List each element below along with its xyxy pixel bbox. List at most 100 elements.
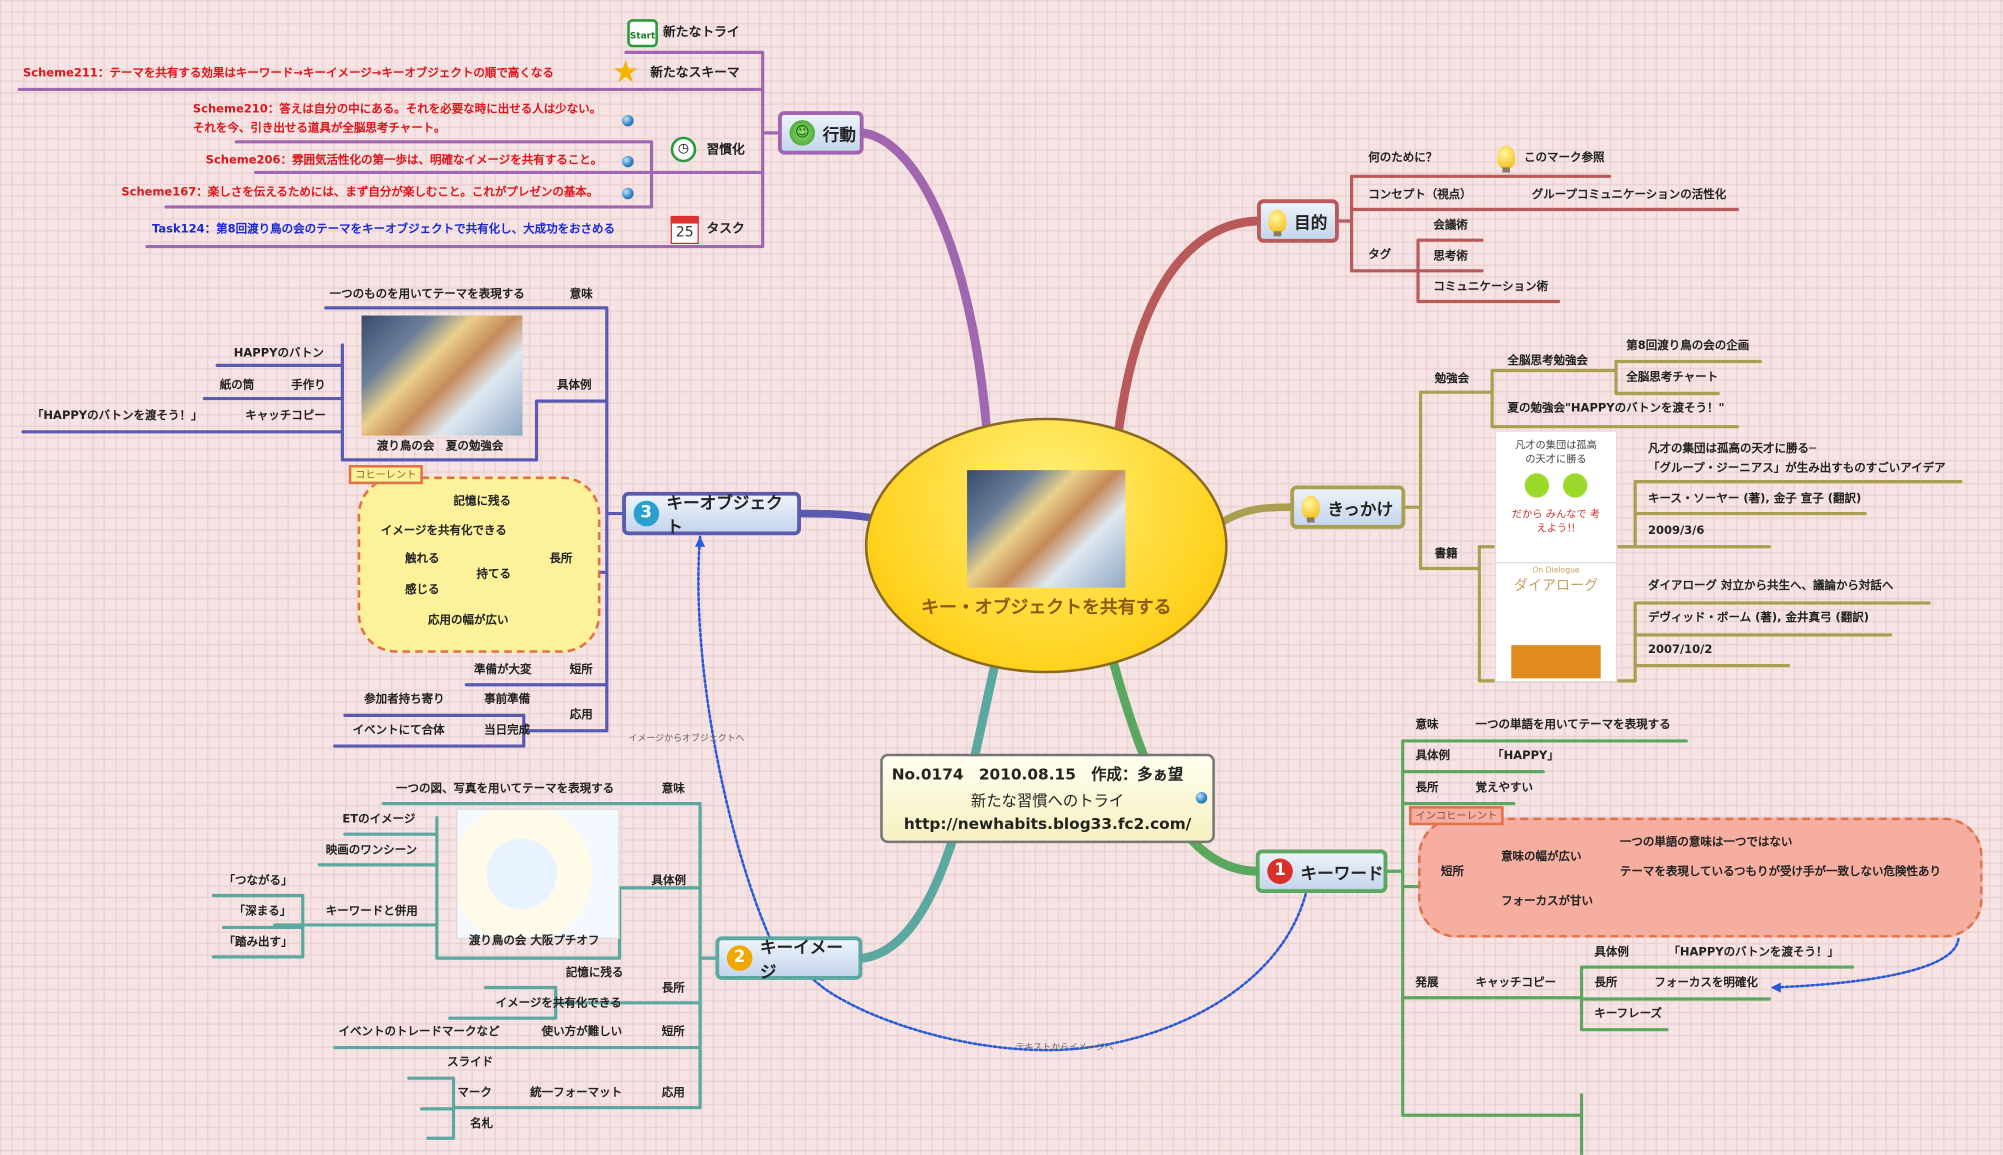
ki-apply-value[interactable]: 統一フォーマット (530, 1087, 623, 1100)
node-keyobject[interactable]: 3 キーオブジェクト (622, 491, 801, 538)
study-item[interactable]: 全脳思考チャート (1626, 371, 1719, 385)
ki-example[interactable]: 具体例 (651, 875, 687, 888)
book2-author[interactable]: デヴィッド・ボーム (著), 金井真弓 (翻訳) (1647, 611, 1870, 625)
ko-catch[interactable]: キャッチコピー (245, 410, 326, 423)
ko-apply-value[interactable]: 参加者持ち寄り (364, 693, 445, 707)
ki-apply-item[interactable]: 名札 (470, 1117, 494, 1131)
ki-with-keyword[interactable]: キーワードと併用 (325, 905, 418, 919)
ki-meaning[interactable]: 意味 (661, 783, 685, 796)
relation-label-image-to-object[interactable]: イメージからオブジェクトへ (628, 733, 745, 744)
book1-date[interactable]: 2009/3/6 (1647, 525, 1705, 538)
kw-example-value[interactable]: 「HAPPY」 (1492, 749, 1559, 763)
tag-item[interactable]: 思考術 (1433, 250, 1468, 264)
books-label[interactable]: 書籍 (1434, 548, 1458, 561)
ko-demerit[interactable]: 短所 (569, 664, 593, 678)
scheme211[interactable]: Scheme211：テーマを共有する効果はキーワード→キーイメージ→キーオブジェ… (23, 65, 554, 83)
ko-holdable[interactable]: 持てる (476, 568, 512, 582)
concept[interactable]: コンセプト（視点） (1368, 189, 1472, 202)
node-keyimage[interactable]: 2 キーイメージ (715, 936, 863, 982)
ko-demerit-value[interactable]: 準備が大変 (473, 664, 532, 678)
kw-catch-merit-value[interactable]: フォーカスを明確化 (1654, 977, 1758, 991)
kw-catch-merit[interactable]: 長所 (1594, 977, 1618, 991)
kw-meaning[interactable]: 意味 (1415, 719, 1439, 733)
task[interactable]: タスク (706, 222, 745, 237)
ki-meaning-value[interactable]: 一つの図、写真を用いてテーマを表現する (396, 783, 615, 796)
new-schema[interactable]: 新たなスキーマ (650, 66, 740, 81)
kw-meaning-value[interactable]: 一つの単語を用いてテーマを表現する (1475, 719, 1671, 733)
globe-icon[interactable] (622, 155, 634, 168)
scheme206[interactable]: Scheme206：雰囲気活性化の第一歩は、明確なイメージを共有すること。 (206, 152, 603, 170)
ki-keyword-item[interactable]: 「深まる」 (233, 905, 292, 919)
book1-author[interactable]: キース・ソーヤー (著), 金子 宣子 (翻訳) (1647, 493, 1862, 506)
book2-title[interactable]: ダイアローグ 対立から共生へ、議論から対話へ (1647, 579, 1894, 593)
ki-demerit-value[interactable]: 使い方が難しい (541, 1025, 623, 1039)
node-trigger[interactable]: きっかけ (1290, 485, 1406, 529)
ko-apply-item[interactable]: 当日完成 (484, 724, 531, 738)
ki-image-caption[interactable]: 渡り鳥の会 大阪プチオフ (468, 935, 600, 948)
ki-example-item[interactable]: 映画のワンシーン (325, 844, 418, 858)
ko-merit-item[interactable]: 応用の幅が広い (427, 614, 509, 628)
tag-item[interactable]: 会議術 (1433, 219, 1468, 233)
kw-catch-example[interactable]: 具体例 (1594, 946, 1629, 960)
note-url[interactable]: http://newhabits.blog33.fc2.com/ (903, 815, 1192, 833)
ko-handmade[interactable]: 手作り (291, 379, 326, 393)
ki-merit-item[interactable]: 記憶に残る (565, 967, 624, 980)
ko-meaning[interactable]: 意味 (569, 288, 593, 302)
ki-apply-item[interactable]: スライド (447, 1056, 494, 1070)
kw-demerit-a[interactable]: 意味の幅が広い (1501, 850, 1582, 864)
ko-meaning-value[interactable]: 一つのものを用いてテーマを表現する (329, 288, 525, 302)
kw-develop[interactable]: 発展 (1415, 977, 1439, 991)
concept-value[interactable]: グループコミュニケーションの活性化 (1531, 189, 1727, 202)
ko-merit-item[interactable]: イメージを共有化できる (380, 525, 507, 538)
kw-merit-value[interactable]: 覚えやすい (1475, 781, 1534, 795)
node-action[interactable]: ☺ 行動 (777, 111, 864, 155)
why-value[interactable]: このマーク参照 (1524, 152, 1605, 165)
kw-catch[interactable]: キャッチコピー (1475, 977, 1557, 991)
new-try[interactable]: 新たなトライ (663, 25, 740, 40)
ko-holdable-item[interactable]: 感じる (404, 583, 440, 597)
ko-example[interactable]: 具体例 (556, 379, 592, 393)
kw-demerit[interactable]: 短所 (1441, 866, 1465, 879)
scheme210[interactable]: Scheme210：答えは自分の中にある。それを必要な時に出せる人は少ない。 (193, 101, 601, 119)
node-purpose[interactable]: 目的 (1257, 199, 1339, 243)
ko-handmade-value[interactable]: 紙の筒 (219, 379, 255, 393)
ko-apply-item[interactable]: 事前準備 (484, 693, 531, 707)
why[interactable]: 何のために？ (1368, 152, 1438, 165)
ki-apply[interactable]: 応用 (661, 1087, 685, 1100)
ko-baton[interactable]: HAPPYのバトン (233, 347, 324, 361)
kw-demerit-a-item[interactable]: テーマを表現しているつもりが受け手が一致しない危険性あり (1619, 866, 1942, 879)
study[interactable]: 勉強会 (1434, 373, 1470, 386)
ki-demerit-detail[interactable]: イベントのトレードマークなど (338, 1025, 500, 1039)
tag-item[interactable]: コミュニケーション術 (1433, 281, 1549, 294)
tag[interactable]: タグ (1368, 249, 1392, 262)
globe-icon[interactable] (622, 114, 634, 127)
scheme167[interactable]: Scheme167：楽しさを伝えるためには、まず自分が楽しむこと。これがプレゼン… (121, 184, 598, 202)
ko-apply-value[interactable]: イベントにて合体 (352, 724, 445, 738)
ki-keyword-item[interactable]: 「踏み出す」 (223, 936, 293, 950)
study-sub[interactable]: 全脳思考勉強会 (1507, 355, 1588, 368)
book2-date[interactable]: 2007/10/2 (1647, 643, 1713, 657)
ko-merit[interactable]: 長所 (549, 553, 573, 566)
ko-holdable-item[interactable]: 触れる (404, 553, 440, 566)
ki-demerit[interactable]: 短所 (661, 1025, 685, 1039)
kw-example[interactable]: 具体例 (1415, 749, 1450, 763)
central-topic[interactable]: キー・オブジェクトを共有する (864, 417, 1228, 674)
ki-example-item[interactable]: ETのイメージ (342, 813, 416, 827)
ki-keyword-item[interactable]: 「つながる」 (223, 875, 293, 888)
kw-demerit-b[interactable]: フォーカスが甘い (1501, 895, 1594, 909)
habit[interactable]: 習慣化 (706, 143, 745, 158)
ki-merit-item[interactable]: イメージを共有化できる (495, 997, 622, 1011)
study-item[interactable]: 第8回渡り鳥の会の企画 (1626, 339, 1750, 353)
kw-merit[interactable]: 長所 (1415, 781, 1439, 795)
kw-keyphrase[interactable]: キーフレーズ (1594, 1007, 1663, 1021)
summer-study[interactable]: 夏の勉強会"HAPPYのバトンを渡そう！" (1507, 402, 1725, 416)
ko-image-caption[interactable]: 渡り鳥の会 夏の勉強会 (376, 440, 504, 454)
kw-demerit-a-item[interactable]: 一つの単語の意味は一つではない (1619, 836, 1793, 850)
ko-catch-value[interactable]: 「HAPPYのバトンを渡そう！」 (31, 410, 203, 423)
book1-title[interactable]: 凡才の集団は孤高の天才に勝る─ (1647, 443, 1816, 457)
task124[interactable]: Task124：第8回渡り鳥の会のテーマをキーオブジェクトで共有化し、大成功をお… (152, 221, 615, 239)
relation-label-text-to-image[interactable]: テキストからイメージへ (1015, 1042, 1114, 1053)
ki-merit[interactable]: 長所 (661, 982, 685, 996)
ko-apply[interactable]: 応用 (569, 709, 593, 722)
globe-icon[interactable] (1195, 792, 1208, 804)
